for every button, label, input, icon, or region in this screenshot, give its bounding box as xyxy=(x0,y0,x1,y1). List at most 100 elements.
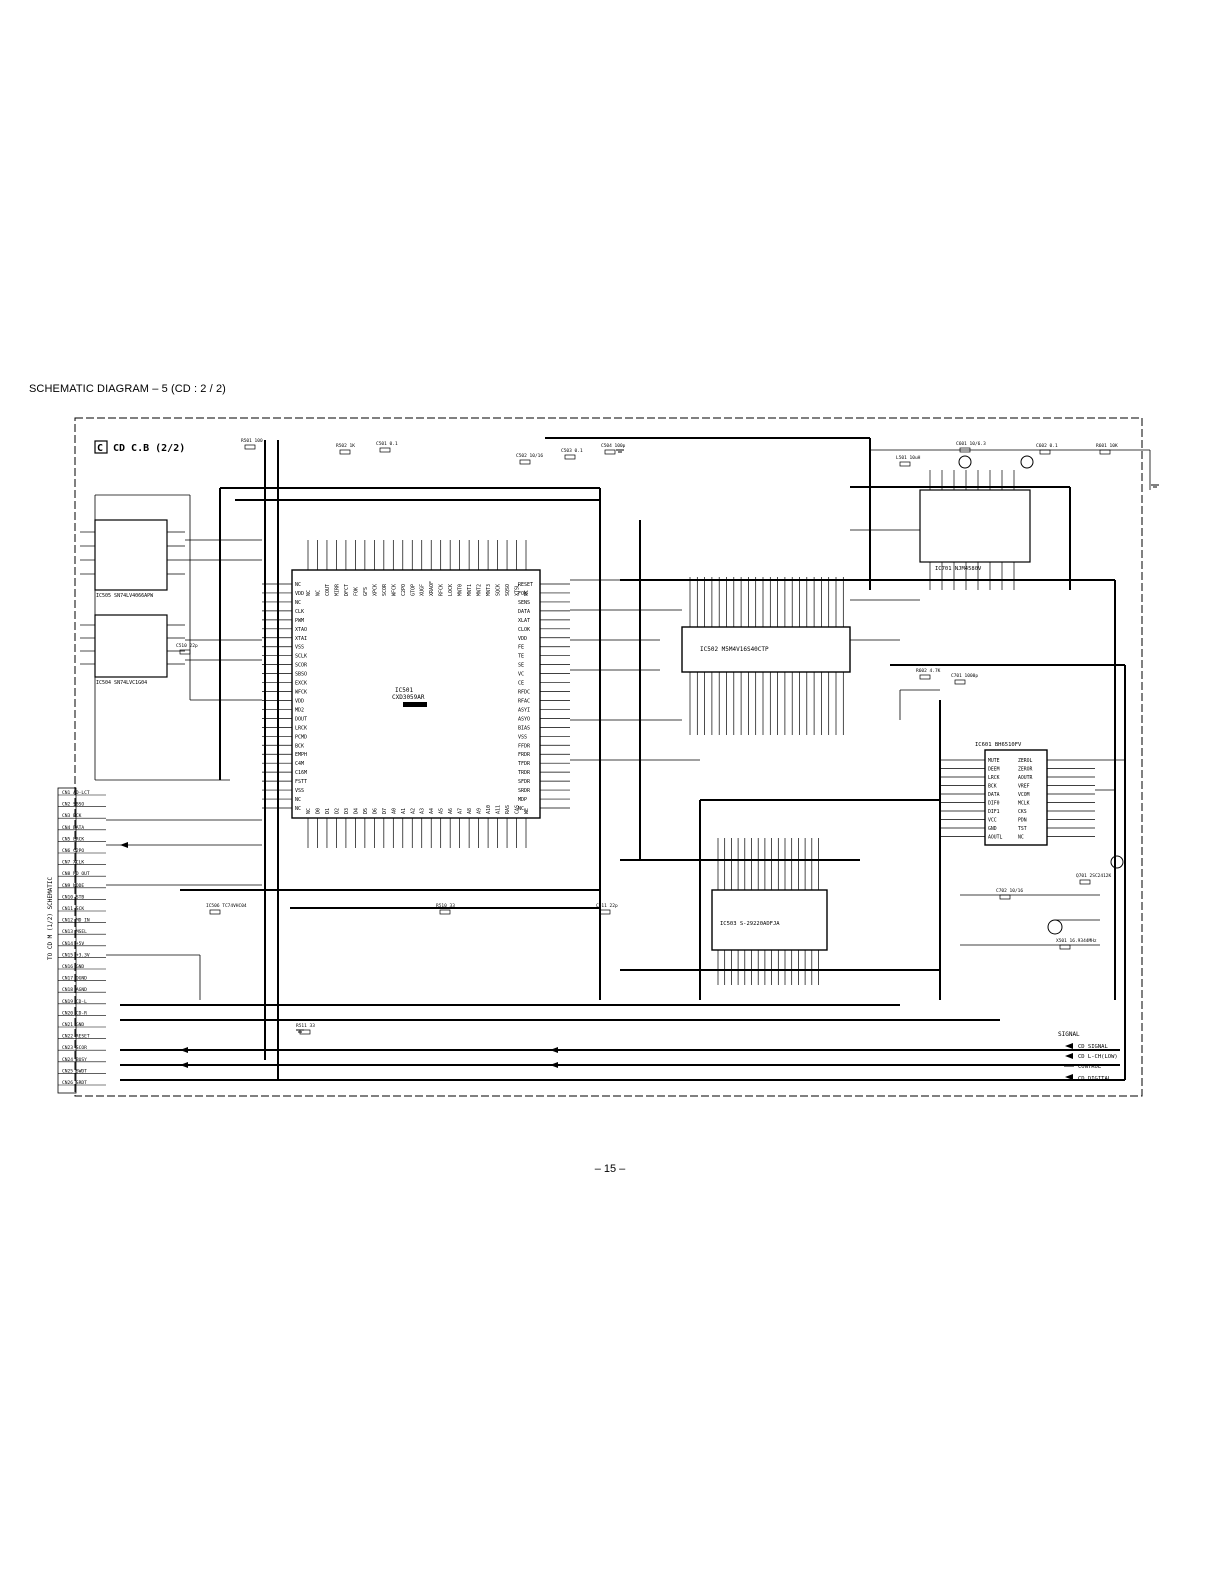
component-label: C504 100p xyxy=(601,443,626,449)
ic-main-pin-label: VDD xyxy=(295,591,304,597)
page-number: – 15 – xyxy=(594,1163,626,1175)
ic-main-pin-label: NC xyxy=(295,797,301,803)
ic-main-pin-label: RAS xyxy=(505,805,511,814)
ic-lpf-body xyxy=(919,489,1031,563)
ic-main-pin-label: D5 xyxy=(363,808,369,814)
ic-main-pin-label: NC xyxy=(524,590,530,596)
ic-main-pin-label: D1 xyxy=(325,808,331,814)
ic-main-pin-label: TFDR xyxy=(518,761,531,767)
passive-component xyxy=(1079,879,1091,885)
ic-main-pin-label: NC xyxy=(295,600,301,606)
transistor-symbol xyxy=(1020,455,1034,469)
passive-component xyxy=(1039,449,1051,455)
ic-dac-pin-label: PDN xyxy=(1018,818,1027,824)
ic-main-pin-label: TRDR xyxy=(518,770,531,776)
ic-main-pin-label: RFDC xyxy=(518,690,530,696)
ic-dac-pin-label: DIF0 xyxy=(988,801,1000,807)
connector-label: CN1 AD-LCT xyxy=(62,790,90,796)
ic-main-pin-label: A7 xyxy=(458,808,464,814)
ic-dac-pin-label: VCC xyxy=(988,818,997,824)
ic-main-pin-label: SCLK xyxy=(295,654,307,660)
legend-item: CD L-CH(LOW) xyxy=(1078,1054,1118,1060)
ic-main-pin-label: BCK xyxy=(295,743,304,749)
connector-label: CN2 SBSO xyxy=(62,802,84,808)
ic-main-pin-label: XTAI xyxy=(295,636,307,642)
ic-main-pin-label: NC xyxy=(518,806,524,812)
connector-label: CN14 +5V xyxy=(62,941,84,947)
passive-component xyxy=(954,679,966,685)
ic-main-pin-label: MNT1 xyxy=(467,584,473,596)
component-label: C602 0.1 xyxy=(1036,443,1058,449)
ic-main-marker xyxy=(403,702,427,707)
ic-main-pin-label: A4 xyxy=(429,808,435,814)
component-label: R501 100 xyxy=(241,438,263,444)
ic-main-pin-label: MDP xyxy=(518,797,527,803)
ic-main-pin-label: D7 xyxy=(382,808,388,814)
ic-main-pin-label: SQCK xyxy=(496,584,502,596)
ic-dac-pin-label: MUTE xyxy=(988,758,1000,764)
component-label: C503 0.1 xyxy=(561,448,583,454)
signal-arrow xyxy=(180,1047,188,1053)
ic-main-pin-label: D6 xyxy=(372,808,378,814)
component-label: C601 10/6.3 xyxy=(956,441,986,447)
ic-dac-pin-label: AOUTR xyxy=(1018,775,1033,781)
ic-main-pin-label: VC xyxy=(518,672,524,678)
connector-label: CN19 CD-L xyxy=(62,999,87,1005)
passive-component xyxy=(919,674,931,680)
ic-main-pin-label: SCOR xyxy=(382,583,388,596)
ic-main-pin-label: FE xyxy=(518,645,524,651)
ic-main-pin-label: VSS xyxy=(518,734,527,740)
ic-main-pin-label: C4M xyxy=(295,761,304,767)
ic-buffer-b-body xyxy=(94,614,168,678)
ic-main-pin-label: A11 xyxy=(496,805,502,814)
connector-label: CN25 SWDT xyxy=(62,1068,87,1074)
connector-label: CN12 MD IN xyxy=(62,918,90,924)
connector-label: CN13 MSEL xyxy=(62,929,87,935)
ic-main-pin-label: PCMD xyxy=(295,734,307,740)
component-label: C701 1000p xyxy=(951,673,978,679)
connector-label: CN26 SRDT xyxy=(62,1080,87,1086)
legend-title: SIGNAL xyxy=(1058,1031,1080,1038)
component-label: Q701 2SC2412K xyxy=(1076,873,1112,879)
component-label: R601 10K xyxy=(1096,443,1118,449)
component-label: IC506 TC74VHC04 xyxy=(206,903,247,909)
ic-main-pin-label: FFDR xyxy=(518,743,531,749)
transistor-symbol xyxy=(1110,855,1124,869)
ic-dac-pin-label: DIF1 xyxy=(988,809,1000,815)
connector-label: CN22 RESET xyxy=(62,1034,90,1040)
ic-main-pin-label: MIRR xyxy=(334,583,340,596)
signal-arrow xyxy=(550,1062,558,1068)
passive-component xyxy=(339,449,351,455)
connector-label: CN23 SCOR xyxy=(62,1045,87,1051)
ic-main-pin-label: XTSL xyxy=(515,584,521,596)
ic-main-pin-label: RESET xyxy=(518,582,533,588)
ic-main-pin-label: SE xyxy=(518,663,524,669)
ic-main-pin-label: NC xyxy=(295,806,301,812)
passive-component xyxy=(179,649,191,655)
ic-main-pin-label: WFCK xyxy=(391,584,397,596)
ic-dac-pin-label: DATA xyxy=(988,792,1000,798)
signal-arrow xyxy=(180,1062,188,1068)
ic-main-pin-label: EXCK xyxy=(295,681,307,687)
connector-label: CN6 C2PO xyxy=(62,848,84,854)
ic-main-pin-label: CLK xyxy=(295,609,304,615)
ic-main-pin-label: ASYI xyxy=(518,707,530,713)
passive-component xyxy=(209,909,221,915)
connector-label: CN9 MODE xyxy=(62,883,84,889)
ic-main-pin-label: SQSO xyxy=(505,584,511,596)
board-tag-box xyxy=(94,440,108,454)
ic-main-pin-label: WFCK xyxy=(295,690,307,696)
ic-main-pin-label: XPCK xyxy=(372,584,378,596)
ic-main-pin-label: DFCT xyxy=(344,584,350,596)
ic-main-pin-label: CE xyxy=(518,681,524,687)
component-label: R511 33 xyxy=(296,1023,315,1029)
ic-dac-pin-label: GND xyxy=(988,826,997,832)
ic-main-pin-label: NC xyxy=(306,590,312,596)
ic-main-pin-label: MD2 xyxy=(295,707,304,713)
passive-component xyxy=(564,454,576,460)
connector-label: CN4 DATA xyxy=(62,825,84,831)
ic-dram-label: IC502 M5M4V16S40CTP xyxy=(700,646,769,653)
component-label: C502 10/16 xyxy=(516,453,543,459)
ic-main-pin-label: A9 xyxy=(477,808,483,814)
